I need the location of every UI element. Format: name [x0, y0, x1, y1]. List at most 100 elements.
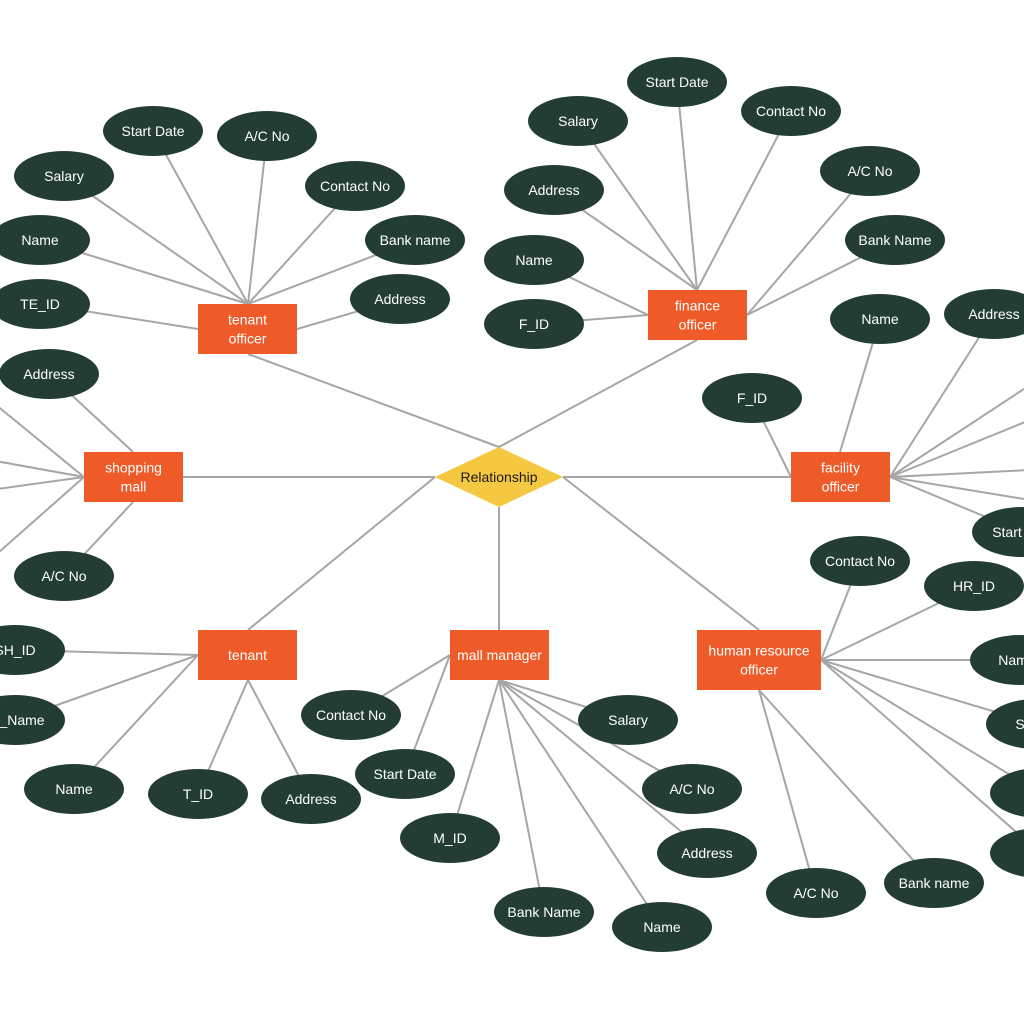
- attribute-label: Nam: [998, 652, 1024, 668]
- attribute-label: Address: [528, 182, 579, 198]
- attribute-node: Salary: [14, 151, 114, 201]
- entity-mall-manager: mall manager: [450, 630, 549, 680]
- attribute-ellipse: [217, 111, 317, 161]
- attribute-connector: [0, 406, 85, 478]
- attribute-label: A/C No: [244, 128, 289, 144]
- attribute-node: Nam: [970, 635, 1024, 685]
- attribute-ellipse: [741, 86, 841, 136]
- attribute-ellipse: [766, 868, 866, 918]
- relationship-link-tenant-officer: [247, 353, 500, 448]
- attribute-ellipse: [627, 57, 727, 107]
- attribute-connector: [889, 421, 1024, 478]
- attribute-connector: [498, 679, 545, 913]
- attribute-label: Salary: [608, 712, 648, 728]
- attribute-node: Bank Name: [494, 887, 594, 937]
- attribute-ellipse: [972, 507, 1024, 557]
- attribute-node: Name: [612, 902, 712, 952]
- attribute-ellipse: [400, 813, 500, 863]
- attribute-node: A/C No: [766, 868, 866, 918]
- attribute-label: Start: [992, 524, 1022, 540]
- attribute-label: Address: [374, 291, 425, 307]
- attribute-label: Address: [23, 366, 74, 382]
- attribute-node: _Name: [0, 695, 65, 745]
- attribute-ellipse: [986, 699, 1024, 749]
- attribute-label: Address: [681, 845, 732, 861]
- attribute-ellipse: [612, 902, 712, 952]
- attribute-ellipse: [0, 349, 99, 399]
- attribute-node: A/C No: [642, 764, 742, 814]
- entity-label: finance: [675, 298, 720, 314]
- attribute-connector: [449, 679, 500, 839]
- attribute-label: _Name: [0, 712, 45, 728]
- attribute-label: Salary: [44, 168, 84, 184]
- attribute-label: A/C No: [41, 568, 86, 584]
- relationship-shape: [435, 447, 563, 507]
- relationship-link-finance-officer: [498, 339, 698, 448]
- attribute-ellipse: [642, 764, 742, 814]
- attribute-node: Start: [972, 507, 1024, 557]
- attribute-node: Salary: [528, 96, 628, 146]
- attribute-label: Start Date: [121, 123, 184, 139]
- attribute-node: Contact No: [305, 161, 405, 211]
- attribute-connector: [758, 689, 817, 894]
- entity-box: [648, 290, 747, 340]
- attribute-node: Start Date: [355, 749, 455, 799]
- attribute-ellipse: [990, 829, 1024, 877]
- attribute-ellipse: [990, 769, 1024, 817]
- attribute-ellipse: [14, 151, 114, 201]
- attribute-label: HR_ID: [953, 578, 995, 594]
- entity-box: [697, 630, 821, 690]
- attribute-node: Address: [350, 274, 450, 324]
- attribute-label: Name: [21, 232, 59, 248]
- attribute-node: Name: [0, 215, 90, 265]
- attribute-label: Name: [515, 252, 553, 268]
- attribute-node: Name: [484, 235, 584, 285]
- attribute-ellipse: [301, 690, 401, 740]
- attribute-ellipse: [148, 769, 248, 819]
- attribute-node: [990, 829, 1024, 877]
- attribute-connector: [0, 476, 85, 553]
- attribute-node: Contact No: [810, 536, 910, 586]
- entity-label: mall: [121, 479, 147, 495]
- attribute-node: SH_ID: [0, 625, 65, 675]
- attribute-node: Salary: [578, 695, 678, 745]
- attribute-connector: [0, 476, 85, 490]
- attribute-ellipse: [810, 536, 910, 586]
- attribute-ellipse: [0, 279, 90, 329]
- attribute-ellipse: [924, 561, 1024, 611]
- attribute-connector: [889, 313, 995, 478]
- attribute-label: Contact No: [316, 707, 386, 723]
- attribute-node: A/C No: [217, 111, 317, 161]
- attribute-label: Contact No: [320, 178, 390, 194]
- attribute-connector: [498, 679, 708, 854]
- relationship-link-tenant: [247, 476, 436, 631]
- attribute-label: Contact No: [825, 553, 895, 569]
- attribute-ellipse: [0, 695, 65, 745]
- attribute-node: Bank name: [365, 215, 465, 265]
- attribute-node: Name: [24, 764, 124, 814]
- attribute-ellipse: [944, 289, 1024, 339]
- attribute-node: HR_ID: [924, 561, 1024, 611]
- attribute-ellipse: [702, 373, 802, 423]
- attribute-node: Address: [657, 828, 757, 878]
- entity-label: officer: [229, 331, 267, 347]
- attribute-ellipse: [657, 828, 757, 878]
- attribute-node: Start Date: [103, 106, 203, 156]
- attribute-label: Contact No: [756, 103, 826, 119]
- attribute-ellipse: [350, 274, 450, 324]
- attribute-label: SH_ID: [0, 642, 36, 658]
- attribute-label: Start Date: [373, 766, 436, 782]
- attribute-connector: [696, 110, 792, 291]
- entity-box: [198, 630, 297, 680]
- attribute-node: T_ID: [148, 769, 248, 819]
- attribute-ellipse: [365, 215, 465, 265]
- attribute-label: T_ID: [183, 786, 213, 802]
- entity-nodes: tenantofficerfinanceofficershoppingmallf…: [84, 290, 890, 690]
- entity-box: [450, 630, 549, 680]
- attribute-label: Name: [861, 311, 899, 327]
- attribute-node: A/C No: [14, 551, 114, 601]
